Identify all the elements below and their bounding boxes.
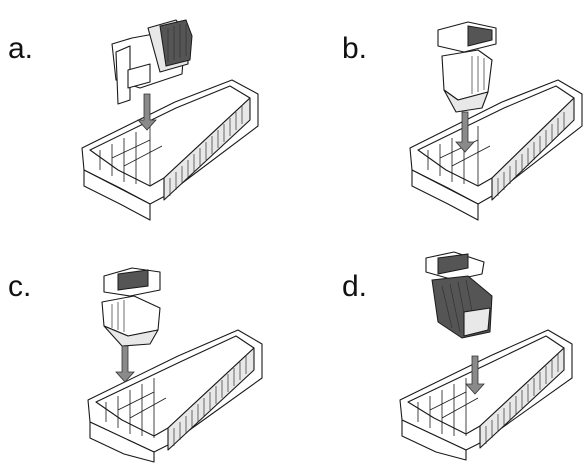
step-panel-d: d. bbox=[292, 232, 583, 463]
step-panel-b: b. bbox=[292, 0, 583, 231]
step-label-b: b. bbox=[342, 32, 368, 65]
down-arrow-icon bbox=[455, 111, 475, 153]
handheld-device-icon bbox=[111, 19, 193, 105]
charging-tray-icon bbox=[87, 329, 263, 463]
handheld-device-icon bbox=[101, 267, 161, 347]
charging-tray-icon bbox=[81, 79, 259, 221]
charging-tray-icon bbox=[409, 79, 583, 221]
step-label-c: c. bbox=[8, 270, 32, 303]
charging-tray-icon bbox=[399, 329, 573, 461]
step-panel-a: a. bbox=[0, 0, 291, 231]
step-panel-c: c. bbox=[0, 232, 291, 463]
step-label-d: d. bbox=[342, 270, 368, 303]
down-arrow-icon bbox=[137, 93, 157, 131]
handheld-device-icon bbox=[437, 21, 497, 113]
handheld-device-icon bbox=[425, 251, 493, 339]
down-arrow-icon bbox=[115, 345, 135, 383]
down-arrow-icon bbox=[465, 355, 485, 395]
step-label-a: a. bbox=[8, 32, 34, 65]
